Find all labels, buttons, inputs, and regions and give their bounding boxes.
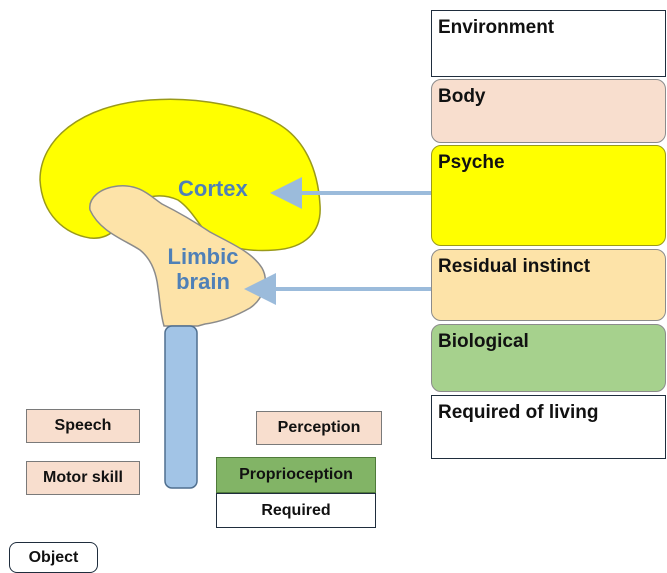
environment-label: Environment (438, 17, 554, 38)
speech-label: Speech (55, 417, 112, 435)
spinal-cord-shape (165, 326, 197, 488)
required-of-living-label: Required of living (438, 402, 598, 423)
motor-skill-label: Motor skill (43, 469, 123, 487)
required-box: Required (216, 493, 376, 528)
body-label: Body (438, 86, 486, 107)
object-label: Object (29, 549, 79, 567)
biological-label: Biological (438, 331, 529, 352)
perception-label: Perception (278, 419, 361, 437)
residual-instinct-label: Residual instinct (438, 256, 590, 277)
body-box: Body (431, 79, 666, 143)
motor-skill-box: Motor skill (26, 461, 140, 495)
cortex-label: Cortex (178, 176, 248, 201)
perception-box: Perception (256, 411, 382, 445)
psyche-label: Psyche (438, 152, 505, 173)
limbic-brain-label: Limbic brain (160, 244, 246, 295)
proprioception-box: Proprioception (216, 457, 376, 493)
residual-instinct-box: Residual instinct (431, 249, 666, 321)
required-label: Required (261, 502, 330, 520)
object-box: Object (9, 542, 98, 573)
environment-box: Environment (431, 10, 666, 77)
required-of-living-box: Required of living (431, 395, 666, 459)
biological-box: Biological (431, 324, 666, 392)
psyche-box: Psyche (431, 145, 666, 246)
proprioception-label: Proprioception (239, 466, 353, 484)
speech-box: Speech (26, 409, 140, 443)
